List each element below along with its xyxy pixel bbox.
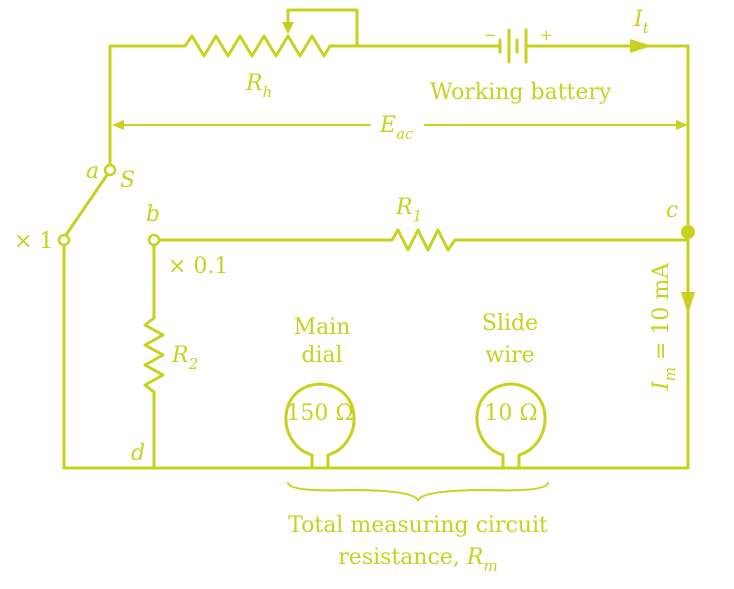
label-times-1: × 1 bbox=[14, 229, 53, 254]
label-battery-minus: − bbox=[484, 26, 497, 44]
top-wire bbox=[108, 44, 690, 454]
bottom-wire bbox=[62, 450, 690, 470]
main-dial bbox=[284, 382, 356, 470]
im-arrow-head bbox=[681, 292, 695, 314]
label-times-01: × 0.1 bbox=[168, 254, 228, 279]
label-slide-wire-line1: Slide bbox=[482, 311, 538, 336]
label-eac: Eac bbox=[379, 113, 414, 143]
label-main-dial-value: 150 Ω bbox=[286, 401, 353, 426]
label-node-b: b bbox=[146, 202, 160, 227]
total-resistance-brace bbox=[287, 482, 549, 502]
eac-arrow-left bbox=[112, 120, 124, 130]
label-total-line2: resistance, Rm bbox=[338, 545, 497, 575]
label-r2: R2 bbox=[171, 343, 198, 373]
label-im: Im = 10 mA bbox=[649, 262, 679, 391]
label-main-dial-line1: Main bbox=[294, 315, 351, 340]
switch-node-a bbox=[103, 163, 117, 177]
eac-arrow-right bbox=[676, 120, 688, 130]
resistor-r2 bbox=[143, 316, 165, 394]
battery-cells bbox=[498, 28, 528, 64]
label-main-dial-line2: dial bbox=[301, 343, 342, 368]
node-c bbox=[681, 225, 695, 239]
label-total-line1: Total measuring circuit bbox=[288, 513, 548, 538]
it-arrow-head bbox=[630, 39, 652, 53]
switch-blade bbox=[64, 173, 109, 237]
label-working-battery: Working battery bbox=[430, 80, 612, 105]
label-slide-wire-line2: wire bbox=[485, 343, 534, 368]
label-rh: Rh bbox=[245, 71, 272, 101]
rheostat-wiper bbox=[286, 8, 359, 48]
resistor-r1 bbox=[390, 228, 457, 252]
rheostat-wiper-arrow bbox=[282, 22, 294, 34]
label-slide-wire-value: 10 Ω bbox=[484, 401, 537, 426]
label-node-c: c bbox=[666, 198, 678, 223]
slide-wire-loop bbox=[475, 382, 547, 470]
label-battery-plus: + bbox=[540, 26, 553, 44]
label-node-a: a bbox=[86, 159, 99, 184]
rheostat-rh bbox=[183, 34, 332, 58]
label-node-d: d bbox=[131, 441, 145, 466]
label-it: It bbox=[633, 7, 650, 37]
label-switch-s: S bbox=[120, 168, 135, 193]
label-r1: R1 bbox=[395, 195, 422, 225]
